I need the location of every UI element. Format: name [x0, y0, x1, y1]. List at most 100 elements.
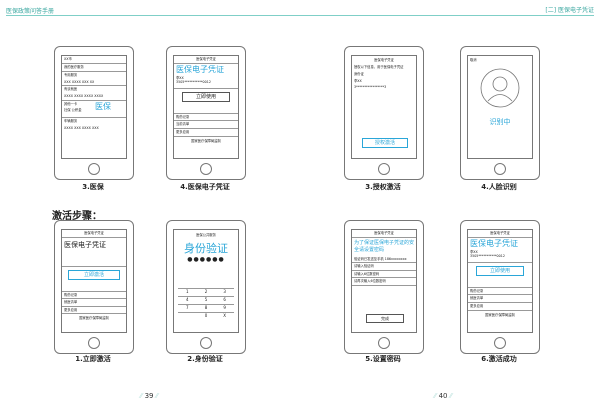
screen-header: 医保电子凭证 [62, 230, 126, 238]
holder-id: 3*****************3 [354, 85, 387, 90]
menu-current-list[interactable]: 当前清单 [174, 121, 238, 129]
holder-name: 李XX [470, 249, 478, 254]
verification-title: 身份验证 [184, 241, 228, 255]
password-input[interactable]: 请输入6位数密码 [352, 271, 416, 279]
home-button[interactable] [200, 163, 212, 175]
issuer-footer: 国家医疗保障局监制 [485, 312, 515, 317]
keypad-key[interactable] [178, 312, 197, 319]
menu-more-apps[interactable]: 更多应用 [468, 303, 532, 311]
use-now-button[interactable]: 立即使用 [476, 265, 524, 276]
keypad-key[interactable]: 4 [178, 296, 197, 303]
authorize-desc: 授权以下信息，用于医保电子凭证 [354, 64, 404, 69]
voucher-title: 医保电子凭证 [176, 64, 224, 74]
keypad-key[interactable]: 0 [196, 312, 216, 319]
phone-screen: 取消 识别中 [467, 55, 533, 159]
voucher-title: 医保电子凭证 [470, 238, 518, 248]
header-right-title: [二] 医保电子凭证 [545, 7, 594, 14]
keypad-key[interactable]: X [215, 312, 234, 319]
sms-sent-info: 验证码已发送至手机 186xxxxxxxx [352, 256, 416, 264]
id-card-label: 身份证 [354, 72, 364, 77]
caption-1: 1.立即激活 [75, 355, 111, 363]
home-button[interactable] [200, 337, 212, 349]
page-number-left-value: 39 [144, 392, 154, 400]
home-button[interactable] [378, 337, 390, 349]
phone-activation-success: 医保电子凭证 医保电子凭证 李XX 3505***********0012 立即… [460, 220, 540, 354]
phone-screen: XX市 我的医疗服务 专用服务 XXX XXXX XXX XX 有谈就医 XXX… [61, 55, 127, 159]
medical-label: 有谈就医 [64, 87, 78, 92]
other-card-row: 社保 公积金 医保 [62, 102, 126, 119]
caption-authorize: 3.授权激活 [365, 183, 401, 191]
keypad-key[interactable]: 1 [178, 288, 197, 295]
caption-4: 4.医保电子凭证 [180, 183, 230, 191]
page-number-right-value: 40 [438, 392, 448, 400]
city-label: XX市 [62, 56, 126, 64]
caption-2: 2.身份验证 [187, 355, 223, 363]
keypad-key[interactable]: 9 [215, 304, 234, 311]
pin-dots[interactable]: ●●●●●● [187, 255, 225, 263]
keypad-key[interactable]: 3 [215, 288, 234, 295]
keypad-key[interactable]: 5 [196, 296, 216, 303]
home-button[interactable] [88, 337, 100, 349]
issuer-footer: 国家医疗保障局监制 [79, 316, 109, 321]
phone-screen: 医保电子凭证 授权以下信息，用于医保电子凭证 身份证 李XX 3********… [351, 55, 417, 159]
cancel-link[interactable]: 取消 [470, 58, 477, 62]
page-number-right: ⁄⁄ 40 ⁄⁄ [434, 392, 453, 400]
holder-id: 3505***********0012 [174, 80, 238, 89]
menu-more-apps[interactable]: 更多应用 [62, 307, 126, 315]
issuer-footer: 国家医疗保障局监制 [191, 138, 221, 143]
menu-purchase-records[interactable]: 购药记录 [174, 114, 238, 122]
password-confirm-input[interactable]: 请再次输入6位数密码 [352, 278, 416, 286]
phone-face-recognition: 取消 识别中 [460, 46, 540, 180]
screen-header: 医保公共服务 [196, 233, 216, 237]
vehicle-service-label: 车辆服务 [64, 119, 78, 124]
home-button[interactable] [494, 163, 506, 175]
other-card-label: 其他一卡 [64, 101, 78, 106]
phone-screen: 医保电子凭证 为了保证医保电子凭证的安全请设置密码 验证码已发送至手机 186x… [351, 229, 417, 333]
header-divider [6, 15, 594, 16]
social-fund-label: 社保 公积金 [64, 108, 82, 113]
face-avatar-icon [480, 68, 520, 108]
caption-5: 5.设置密码 [365, 355, 401, 363]
phone-set-password: 医保电子凭证 为了保证医保电子凭证的安全请设置密码 验证码已发送至手机 186x… [344, 220, 424, 354]
keypad-key[interactable]: 8 [196, 304, 216, 311]
menu-purchase-records[interactable]: 购药记录 [62, 292, 126, 300]
medical-insurance-badge[interactable]: 医保 [95, 102, 111, 112]
phone-activate-now: 医保电子凭证 医保电子凭证 立即激活 购药记录 就医清单 更多应用 国家医疗保障… [54, 220, 134, 354]
caption-face: 4.人脸识别 [481, 183, 517, 191]
holder-name: 李XX [176, 75, 184, 80]
menu-more-apps[interactable]: 更多应用 [174, 129, 238, 137]
screen-header: 医保电子凭证 [374, 58, 394, 62]
menu-purchase-records[interactable]: 购药记录 [468, 288, 532, 296]
voucher-title: 医保电子凭证 [64, 240, 106, 249]
menu-medical-list[interactable]: 就医清单 [62, 299, 126, 307]
home-button[interactable] [494, 337, 506, 349]
home-button[interactable] [88, 163, 100, 175]
keypad-key[interactable]: 2 [196, 288, 216, 295]
done-button[interactable]: 完成 [366, 314, 404, 323]
use-now-button[interactable]: 立即使用 [182, 91, 230, 102]
service-label: 我的医疗服务 [62, 64, 126, 73]
sms-code-input[interactable]: 请输入验证码 [352, 263, 416, 271]
caption-3: 3.医保 [82, 183, 104, 191]
medical-items: XXXX XXXX XXXX XXXX [62, 93, 126, 101]
menu-medical-list[interactable]: 就医清单 [468, 295, 532, 303]
keypad-key[interactable]: 6 [215, 296, 234, 303]
holder-name: 李XX [354, 78, 362, 83]
phone-screen: 医保电子凭证 医保电子凭证 李XX 3505***********0012 立即… [173, 55, 239, 159]
activate-now-button[interactable]: 立即激活 [68, 269, 120, 280]
screen-header: 医保电子凭证 [352, 230, 416, 238]
phone-screen: 医保电子凭证 医保电子凭证 立即激活 购药记录 就医清单 更多应用 国家医疗保障… [61, 229, 127, 333]
home-button[interactable] [378, 163, 390, 175]
password-title: 为了保证医保电子凭证的安全请设置密码 [354, 239, 415, 253]
phone-authorize: 医保电子凭证 授权以下信息，用于医保电子凭证 身份证 李XX 3********… [344, 46, 424, 180]
authorize-activate-button[interactable]: 授权激活 [362, 138, 408, 148]
caption-6: 6.激活成功 [481, 355, 517, 363]
keypad-key[interactable]: 7 [178, 304, 197, 311]
special-service-items: XXX XXXX XXX XX [62, 79, 126, 87]
phone-medical-insurance: XX市 我的医疗服务 专用服务 XXX XXXX XXX XX 有谈就医 XXX… [54, 46, 134, 180]
header-left-title: 医保政策问答手册 [6, 8, 55, 15]
recognizing-label: 识别中 [489, 118, 511, 126]
